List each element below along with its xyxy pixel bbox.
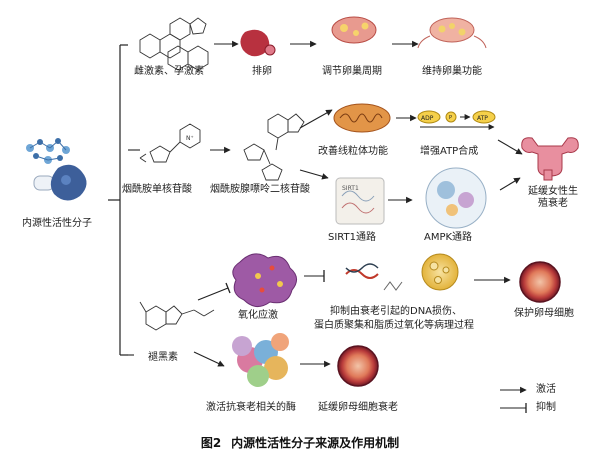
atp-label: 增强ATP合成 bbox=[420, 146, 479, 157]
sirt1-label: SIRT1通路 bbox=[328, 232, 376, 243]
mito-label: 改善线粒体功能 bbox=[318, 146, 388, 157]
sirt1-pathway-icon: SIRT1 bbox=[335, 177, 385, 225]
oocyte-protect-icon bbox=[519, 261, 561, 303]
ovulation-ovary-icon bbox=[240, 29, 276, 57]
delay-oocyte-label: 延缓卵母细胞衰老 bbox=[318, 402, 398, 413]
source-molecule-icon bbox=[26, 138, 87, 201]
source-label: 内源性活性分子 bbox=[22, 218, 92, 229]
arrow-ampk-delay bbox=[499, 177, 521, 191]
regulate-cycle-label: 调节卵巢周期 bbox=[322, 66, 382, 77]
mitochondria-icon bbox=[333, 103, 391, 133]
legend-activate-label: 激活 bbox=[536, 384, 556, 395]
nad-label: 烟酰胺腺嘌呤二核苷酸 bbox=[210, 184, 310, 195]
ovulation-label: 排卵 bbox=[252, 66, 272, 77]
oxidative-label: 氧化应激 bbox=[238, 310, 278, 321]
arrow-atp-delay bbox=[497, 139, 523, 155]
ovary-function-icon bbox=[417, 17, 487, 49]
inhibit-line1-label: 抑制由衰老引起的DNA损伤、 bbox=[330, 306, 463, 317]
legend-inhibit-symbol bbox=[500, 403, 527, 413]
nmn-structure-icon: N⁺ bbox=[139, 123, 201, 163]
nad-structure-icon bbox=[243, 113, 305, 181]
estrogen-label: 雌激素、孕激素 bbox=[134, 66, 204, 77]
arrow-nad-mito bbox=[299, 109, 333, 129]
atp-synthesis-icon: ADP P ATP bbox=[417, 110, 496, 130]
protein-lipid-icon bbox=[421, 253, 459, 291]
ovary-cycle-icon bbox=[331, 16, 377, 44]
figure-number: 图2 bbox=[200, 436, 222, 450]
steroid-structure-icon bbox=[139, 17, 209, 71]
svg-text:ATP: ATP bbox=[477, 115, 488, 122]
inhibit-line2-label: 蛋白质聚集和脂质过氧化等病理过程 bbox=[314, 320, 474, 331]
svg-text:N⁺: N⁺ bbox=[186, 135, 194, 142]
ampk-pathway-icon bbox=[425, 167, 487, 229]
main-bracket bbox=[108, 44, 128, 356]
oxidative-stress-icon bbox=[232, 253, 297, 307]
inhibit-melatonin-oxidative bbox=[197, 287, 229, 301]
melatonin-label: 褪黑素 bbox=[148, 352, 178, 363]
arrow-melatonin-enzyme bbox=[193, 351, 225, 367]
figure-caption: 图2 内源性活性分子来源及作用机制 bbox=[0, 434, 600, 451]
activate-enzyme-label: 激活抗衰老相关的酶 bbox=[206, 402, 296, 413]
svg-text:P: P bbox=[449, 115, 452, 121]
delay-aging-label: 延缓女性生殖衰老 bbox=[528, 186, 578, 209]
svg-text:ADP: ADP bbox=[421, 115, 434, 122]
svg-text:SIRT1: SIRT1 bbox=[342, 185, 359, 192]
protect-label: 保护卵母细胞 bbox=[514, 308, 574, 319]
melatonin-structure-icon bbox=[139, 301, 215, 331]
dna-damage-icon bbox=[345, 263, 403, 291]
oocyte-aging-icon bbox=[337, 345, 379, 387]
legend-inhibit-label: 抑制 bbox=[536, 402, 556, 413]
arrow-nad-sirt1 bbox=[299, 169, 329, 180]
uterus-icon bbox=[521, 137, 579, 181]
maintain-ovary-label: 维持卵巢功能 bbox=[422, 66, 482, 77]
ampk-label: AMPK通路 bbox=[424, 232, 473, 243]
enzyme-protein-icon bbox=[232, 333, 289, 387]
figure-caption-text: 内源性活性分子来源及作用机制 bbox=[231, 436, 400, 450]
nmn-label: 烟酰胺单核苷酸 bbox=[122, 184, 192, 195]
